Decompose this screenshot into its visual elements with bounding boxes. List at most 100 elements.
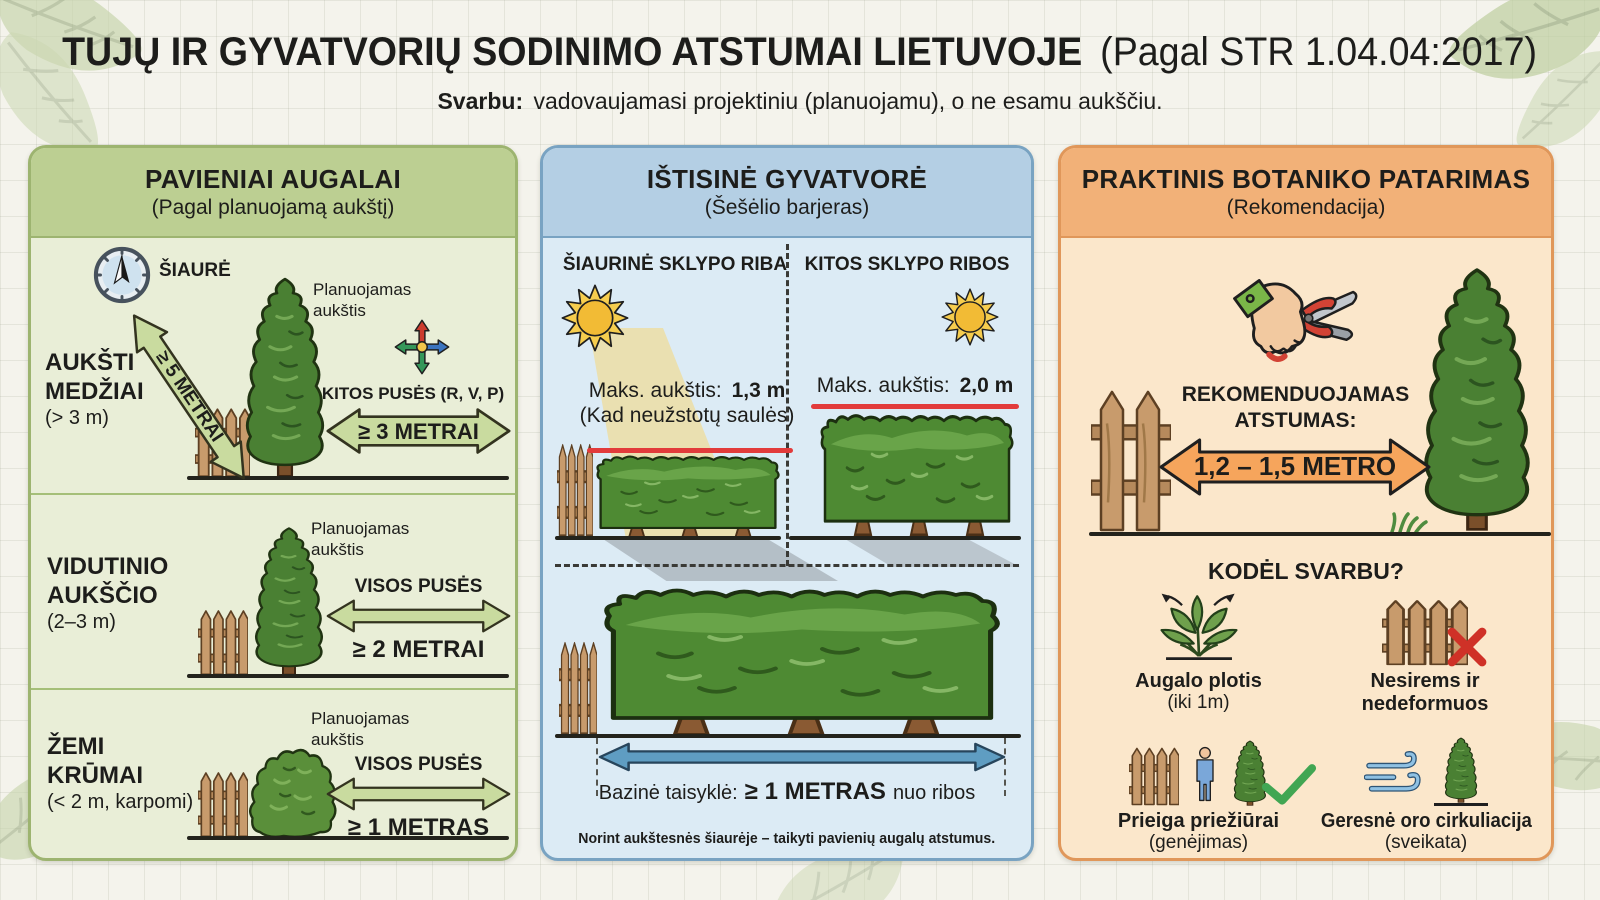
air-icon-group xyxy=(1364,726,1488,806)
thuja-tree-illustration xyxy=(245,277,325,478)
person-icon xyxy=(1195,746,1214,802)
hedge-shadow-shape xyxy=(603,539,838,581)
row-medium-label: VIDUTINIO AUKŠČIO (2–3 m) xyxy=(47,552,227,634)
base-rule-text: Bazinė taisyklė: ≥ 1 METRAS nuo ribos xyxy=(553,778,1021,806)
panel-hedge-footnote: Norint aukštesnės šiaurėje – taikyti pav… xyxy=(578,830,996,847)
section-divider-dashed-line xyxy=(555,564,1019,567)
row-distance-value: ≥ 3 METRAI xyxy=(358,419,479,444)
hedge-illustration xyxy=(820,414,1014,536)
max-height-line xyxy=(587,448,793,453)
fence-icon xyxy=(1128,747,1179,806)
row-shrubs-label: ŽEMI KRŪMAI (< 2 m, karpomi) xyxy=(47,732,242,814)
double-arrow-icon xyxy=(132,314,245,480)
header: TUJŲ IR GYVATVORIŲ SODINIMO ATSTUMAI LIE… xyxy=(0,30,1600,75)
recommended-distance-label: REKOMENDUOJAMAS ATSTUMAS: xyxy=(1181,383,1410,432)
north-distance-arrow: ≥ 5 METRAI xyxy=(116,303,261,491)
max-height-label: Maks. aukštis: xyxy=(588,379,722,402)
small-tree-icon xyxy=(1444,737,1478,803)
ground-line xyxy=(187,836,509,840)
north-max-height-label: Maks. aukštis: 1,3 m (Kad neužstotų saul… xyxy=(571,378,803,428)
planned-height-label: Planuojamas aukštis xyxy=(311,709,410,749)
row-sides-label: VISOS PUSĖS xyxy=(354,576,483,597)
base-rule-suffix: nuo ribos xyxy=(892,782,976,804)
benefit-no-lean: Nesirems ir nedeformuos xyxy=(1309,586,1541,716)
row-sides-label: VISOS PUSĖS xyxy=(354,754,483,775)
row-distance-value: ≥ 2 METRAI xyxy=(352,636,485,663)
row-name: VIDUTINIO AUKŠČIO xyxy=(47,553,169,609)
benefit-air: Geresnė oro cirkuliacija (sveikata) xyxy=(1305,726,1547,854)
max-height-value: 2,0 m xyxy=(959,374,1014,397)
tree-on-ground xyxy=(1434,737,1488,806)
panel-hedge-title: IŠTISINĖ GYVATVORĖ xyxy=(646,163,928,194)
long-hedge-illustration xyxy=(597,586,1007,736)
planned-height-label: Planuojamas aukštis xyxy=(313,280,412,320)
row-range: (> 3 m) xyxy=(45,407,109,429)
max-height-line xyxy=(811,404,1019,409)
why-important-title: KODĖL SVARBU? xyxy=(1208,558,1404,584)
subtitle-important-text: vadovaujamasi projektiniu (planuojamu), … xyxy=(533,88,1163,114)
column-north-boundary-label: ŠIAURINĖ SKLYPO RIBA xyxy=(562,254,788,275)
distance-arrow-icon xyxy=(326,408,511,454)
north-label: ŠIAURĖ xyxy=(159,260,231,281)
panel-single-subtitle: (Pagal planuojamą aukštį) xyxy=(151,196,395,220)
recommended-distance-value: 1,2 – 1,5 METRO xyxy=(1193,451,1397,481)
compass-icon xyxy=(93,246,151,304)
benefit-title: Nesirems ir nedeformuos xyxy=(1361,670,1489,715)
fence-crossed-icon xyxy=(1382,586,1468,666)
four-directions-icon xyxy=(394,319,450,375)
benefit-note: (genėjimas) xyxy=(1148,832,1249,853)
sun-icon xyxy=(941,288,999,346)
row-name: AUKŠTI MEDŽIAI xyxy=(45,349,144,405)
row-divider xyxy=(31,493,515,495)
red-x-icon xyxy=(1444,624,1490,670)
column-other-boundaries-label: KITOS SKLYPO RIBOS xyxy=(804,254,1010,275)
panel-advice-title: PRAKTINIS BOTANIKO PATARIMAS xyxy=(1081,163,1531,194)
panel-advice: PRAKTINIS BOTANIKO PATARIMAS (Rekomendac… xyxy=(1058,145,1554,861)
benefit-title: Augalo plotis xyxy=(1135,670,1262,692)
row-tall-trees-label: AUKŠTI MEDŽIAI (> 3 m) xyxy=(45,348,220,430)
base-rule-arrow-icon xyxy=(598,742,1006,772)
fence-illustration xyxy=(559,641,597,735)
benefit-note: (iki 1m) xyxy=(1167,692,1230,713)
row-range: (2–3 m) xyxy=(47,611,116,633)
panel-advice-header: PRAKTINIS BOTANIKO PATARIMAS (Rekomendac… xyxy=(1061,148,1551,238)
access-icon-group xyxy=(1128,726,1269,806)
panel-hedge-subtitle: (Šešėlio barjeras) xyxy=(704,196,870,220)
benefit-note: (sveikata) xyxy=(1384,832,1468,853)
ground-line xyxy=(187,674,509,678)
plant-width-icon xyxy=(1150,586,1248,666)
ground-line xyxy=(555,734,1021,738)
pruning-shears-icon xyxy=(1223,264,1363,376)
row-sides-label: KITOS PUSĖS (R, V, P) xyxy=(321,384,505,403)
ground-line xyxy=(1089,532,1551,536)
grass-tuft-illustration xyxy=(1390,512,1428,534)
distance-arrow-icon xyxy=(326,777,511,811)
distance-arrow-icon xyxy=(326,599,511,633)
boundary-divider-dashed-line xyxy=(786,244,789,566)
row-name: ŽEMI KRŪMAI xyxy=(47,733,143,789)
row-distance-value: ≥ 1 METRAS xyxy=(347,814,490,841)
benefit-access: Prieiga priežiūrai (genėjimas) xyxy=(1081,726,1316,854)
panel-hedge: IŠTISINĖ GYVATVORĖ (Šešėlio barjeras) ŠI… xyxy=(540,145,1034,861)
hedge-shadow-shape xyxy=(845,539,1020,567)
ground-line xyxy=(555,536,781,540)
panel-single-title: PAVIENIAI AUGALAI xyxy=(145,163,401,194)
fence-illustration xyxy=(557,443,593,537)
thuja-tree-illustration xyxy=(254,526,324,676)
panel-hedge-header: IŠTISINĖ GYVATVORĖ (Šešėlio barjeras) xyxy=(543,148,1031,238)
other-max-height-label: Maks. aukštis: 2,0 m xyxy=(805,374,1025,398)
page-subtitle: Svarbu: vadovaujamasi projektiniu (planu… xyxy=(0,88,1600,115)
base-rule-value: ≥ 1 METRAS xyxy=(744,778,886,805)
page-title: TUJŲ IR GYVATVORIŲ SODINIMO ATSTUMAI LIE… xyxy=(63,30,1538,75)
ground-line xyxy=(187,476,509,480)
hedge-illustration xyxy=(596,455,780,538)
page-title-reference: (Pagal STR 1.04.04:2017) xyxy=(1100,30,1538,74)
max-height-value: 1,3 m xyxy=(731,379,786,402)
recommended-distance-arrow-icon xyxy=(1159,438,1431,496)
spreading-plant-icon xyxy=(1159,592,1238,660)
subtitle-important-label: Svarbu: xyxy=(437,88,524,114)
benefit-title: Prieiga priežiūrai xyxy=(1117,810,1280,832)
row-range: (< 2 m, karpomi) xyxy=(47,791,194,813)
benefit-title: Geresnė oro cirkuliacija xyxy=(1320,810,1532,832)
